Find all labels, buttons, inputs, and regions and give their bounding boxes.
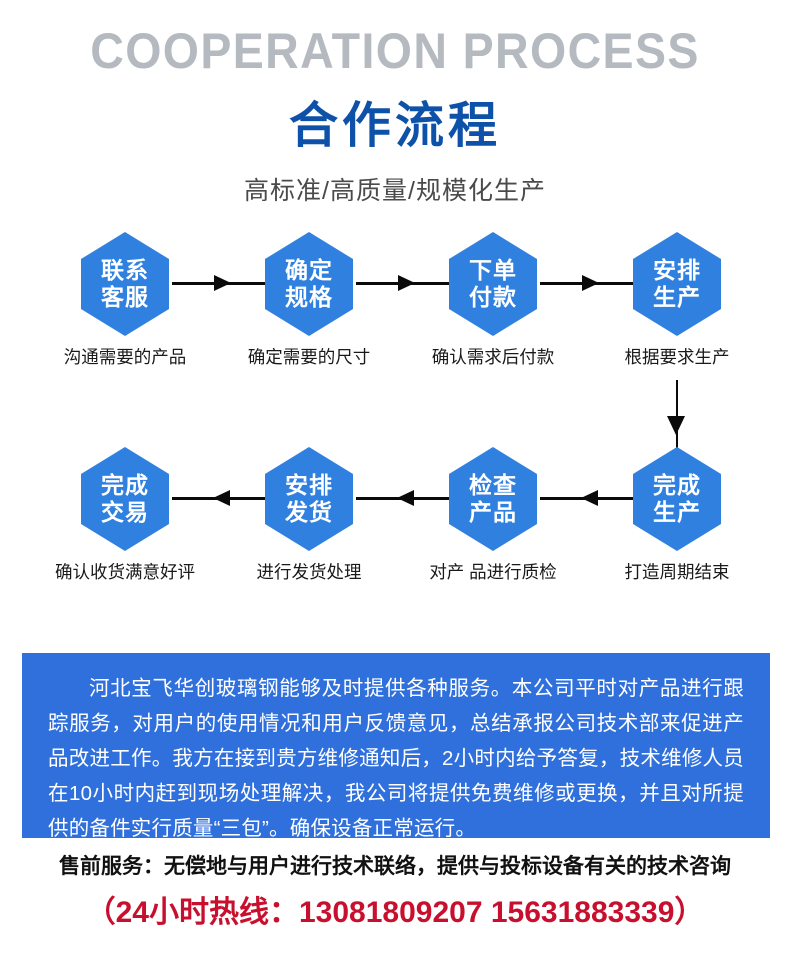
hexagon-label-line1: 完成 bbox=[101, 472, 149, 498]
hexagon-badge: 完成 生产 bbox=[633, 447, 721, 551]
hexagon-label-line2: 交易 bbox=[101, 499, 149, 525]
arrow-head bbox=[397, 275, 415, 291]
hexagon-label-line1: 安排 bbox=[285, 472, 333, 498]
hexagon-label-line2: 客服 bbox=[101, 284, 149, 310]
process-step-confirm-spec[interactable]: 确定 规格 确定需要的尺寸 bbox=[220, 232, 398, 368]
hexagon-badge: 下单 付款 bbox=[449, 232, 537, 336]
hexagon-label-line2: 发货 bbox=[285, 499, 333, 525]
hexagon-badge: 安排 生产 bbox=[633, 232, 721, 336]
service-description-text: 河北宝飞华创玻璃钢能够及时提供各种服务。本公司平时对产品进行跟踪服务，对用户的使… bbox=[48, 677, 744, 840]
page-title-chinese: 合作流程 bbox=[288, 99, 501, 153]
process-step-complete-production[interactable]: 完成 生产 打造周期结束 bbox=[588, 447, 766, 583]
step-caption: 确认收货满意好评 bbox=[55, 562, 195, 582]
process-step-arrange-shipment[interactable]: 安排 发货 进行发货处理 bbox=[220, 447, 398, 583]
step-caption: 确认需求后付款 bbox=[431, 347, 555, 367]
process-row-1: 联系 客服 沟通需要的产品 确定 规格 确定需要的尺寸 下单 bbox=[0, 232, 790, 465]
step-caption: 进行发货处理 bbox=[256, 562, 362, 582]
hexagon-label-line2: 产品 bbox=[469, 499, 517, 525]
hexagon-label-line1: 完成 bbox=[653, 472, 701, 498]
process-step-arrange-production[interactable]: 安排 生产 根据要求生产 bbox=[588, 232, 766, 368]
hexagon-label-line2: 生产 bbox=[653, 499, 701, 525]
arrow-left-icon-1 bbox=[172, 490, 271, 506]
arrow-head bbox=[212, 490, 230, 506]
step-caption: 打造周期结束 bbox=[624, 562, 730, 582]
hexagon-badge: 检查 产品 bbox=[449, 447, 537, 551]
hexagon-badge: 确定 规格 bbox=[265, 232, 353, 336]
arrow-head bbox=[213, 275, 231, 291]
page-subtitle: 高标准/高质量/规模化生产 bbox=[244, 177, 546, 205]
service-description-box: 河北宝飞华创玻璃钢能够及时提供各种服务。本公司平时对产品进行跟踪服务，对用户的使… bbox=[22, 653, 770, 840]
arrow-head bbox=[581, 275, 599, 291]
hexagon-badge: 安排 发货 bbox=[265, 447, 353, 551]
hexagon-label-line1: 联系 bbox=[101, 257, 149, 283]
arrow-head bbox=[667, 416, 685, 435]
page-header: COOPERATION PROCESS 合作流程 高标准/高质量/规模化生产 bbox=[0, 0, 790, 204]
step-caption: 对产 品进行质检 bbox=[429, 562, 557, 582]
process-step-inspect-product[interactable]: 检查 产品 对产 品进行质检 bbox=[404, 447, 582, 583]
arrow-head bbox=[580, 490, 598, 506]
arrow-right-icon-3 bbox=[540, 275, 639, 291]
hexagon-label-line1: 检查 bbox=[469, 472, 517, 498]
page-footer: 售前服务：无偿地与用户进行技术联络，提供与投标设备有关的技术咨询 （24小时热线… bbox=[0, 856, 790, 928]
hexagon-label-line2: 规格 bbox=[285, 284, 333, 310]
hotline-text[interactable]: （24小时热线：13081809207 15631883339） bbox=[85, 896, 705, 929]
hexagon-label-line2: 生产 bbox=[653, 284, 701, 310]
hexagon-label-line1: 安排 bbox=[653, 257, 701, 283]
arrow-right-icon-2 bbox=[356, 275, 455, 291]
hexagon-badge: 完成 交易 bbox=[81, 447, 169, 551]
arrow-down-icon-connector bbox=[667, 380, 685, 465]
page-title-english: COOPERATION PROCESS bbox=[90, 23, 700, 79]
arrow-left-icon-2 bbox=[356, 490, 455, 506]
process-step-contact-service[interactable]: 联系 客服 沟通需要的产品 bbox=[36, 232, 214, 368]
arrow-head bbox=[396, 490, 414, 506]
process-step-order-payment[interactable]: 下单 付款 确认需求后付款 bbox=[404, 232, 582, 368]
arrow-right-icon-1 bbox=[172, 275, 271, 291]
step-caption: 沟通需要的产品 bbox=[63, 347, 187, 367]
pre-sale-service-text: 售前服务：无偿地与用户进行技术联络，提供与投标设备有关的技术咨询 bbox=[59, 855, 731, 878]
step-caption: 根据要求生产 bbox=[624, 347, 730, 367]
arrow-left-icon-3 bbox=[540, 490, 639, 506]
hexagon-label-line1: 确定 bbox=[285, 257, 333, 283]
step-caption: 确定需要的尺寸 bbox=[247, 347, 371, 367]
hexagon-label-line1: 下单 bbox=[469, 257, 517, 283]
hexagon-badge: 联系 客服 bbox=[81, 232, 169, 336]
process-step-complete-transaction[interactable]: 完成 交易 确认收货满意好评 bbox=[36, 447, 214, 583]
process-row-2: 完成 交易 确认收货满意好评 安排 发货 进行发货处理 检查 bbox=[0, 447, 790, 597]
hexagon-label-line2: 付款 bbox=[469, 284, 517, 310]
process-flow-diagram: 联系 客服 沟通需要的产品 确定 规格 确定需要的尺寸 下单 bbox=[0, 232, 790, 597]
